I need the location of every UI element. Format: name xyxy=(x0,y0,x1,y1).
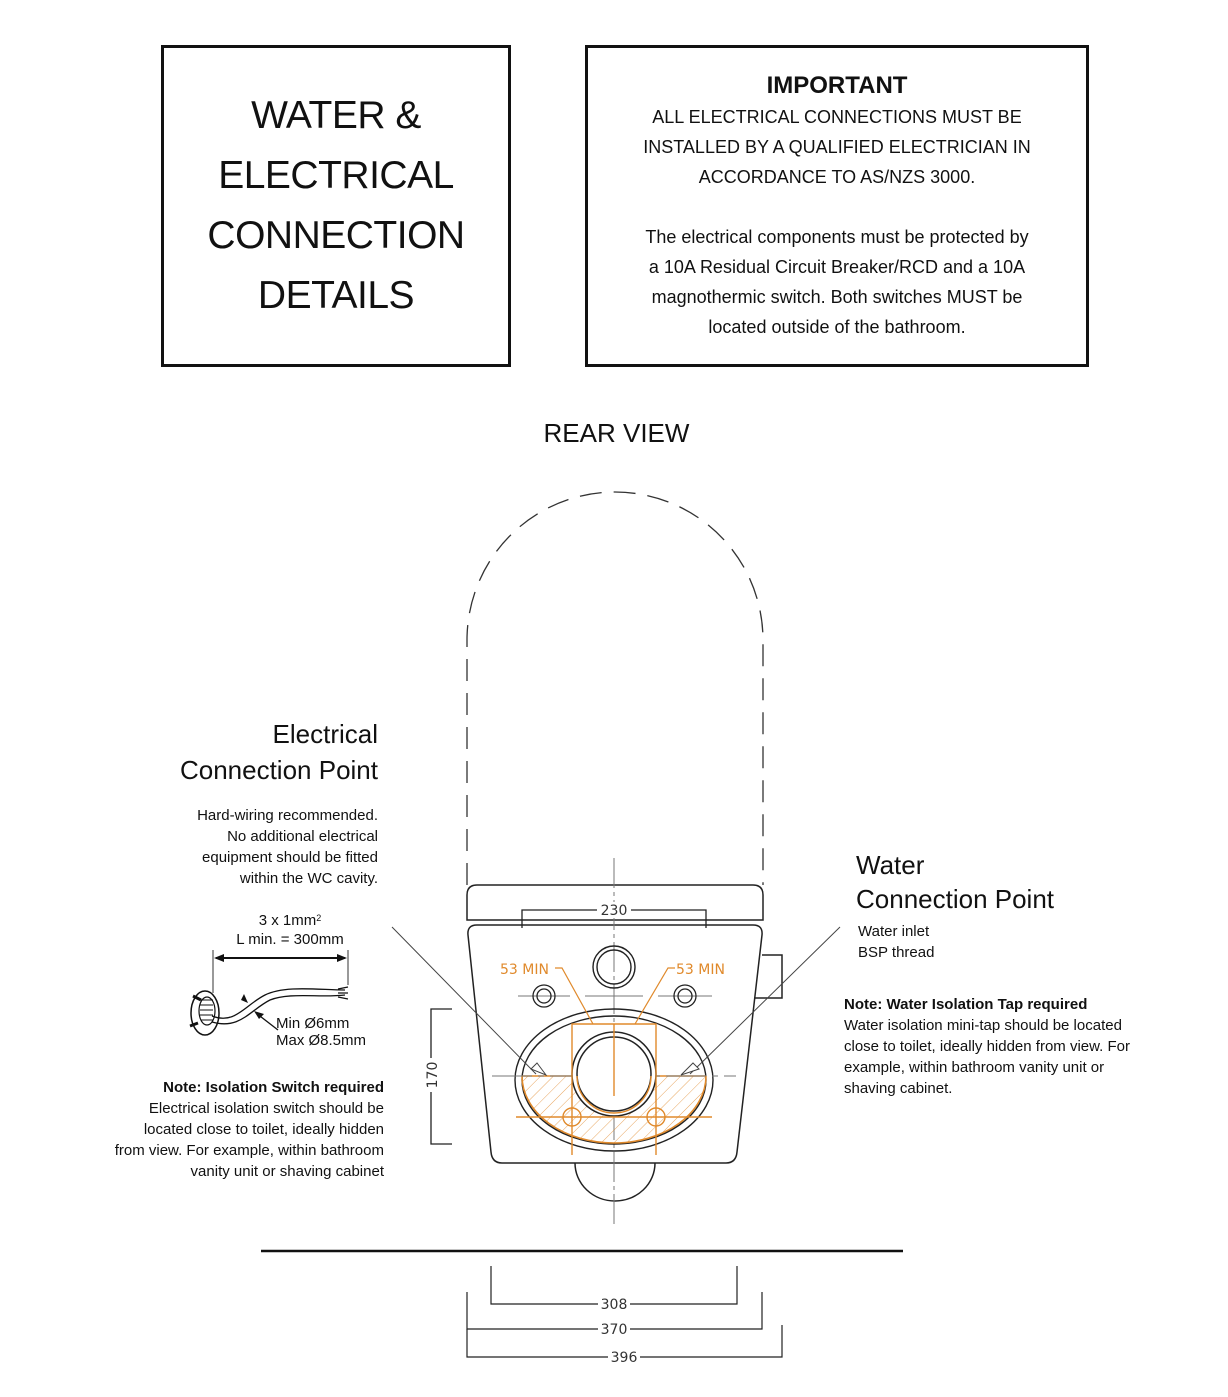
water-isolation-note: Note: Water Isolation Tap required Water… xyxy=(844,994,1130,1099)
dimension-370: 370 xyxy=(601,1322,628,1338)
water-connection-title: Water Connection Point xyxy=(856,848,1054,916)
dimension-396: 396 xyxy=(611,1350,638,1366)
note-line: example, within bathroom vanity unit or xyxy=(844,1059,1105,1076)
note-line: close to toilet, ideally hidden from vie… xyxy=(844,1038,1130,1055)
title-line: Water xyxy=(856,850,925,880)
cable-spec-sup: 2 xyxy=(316,913,322,923)
info-line: magnothermic switch. Both switches MUST … xyxy=(651,287,1023,307)
dimension-170: 170 xyxy=(425,1062,441,1089)
important-heading: IMPORTANT xyxy=(766,72,908,99)
cable-spec-label: 3 x 1mm2 L min. = 300mm xyxy=(200,911,380,949)
note-line: shaving cabinet. xyxy=(844,1080,953,1097)
title-line: ELECTRICAL xyxy=(218,154,454,197)
title-line: Connection Point xyxy=(179,755,378,785)
title-line: CONNECTION xyxy=(207,214,465,257)
desc-line: BSP thread xyxy=(858,944,935,961)
cable-diameter-label: Min Ø6mm Max Ø8.5mm xyxy=(276,1015,366,1049)
info-line: a 10A Residual Circuit Breaker/RCD and a… xyxy=(648,257,1026,277)
title-line: DETAILS xyxy=(257,274,415,317)
info-line: located outside of the bathroom. xyxy=(708,317,966,337)
cable-grommet-icon xyxy=(189,950,349,1036)
desc-line: Water inlet xyxy=(858,923,930,940)
electrical-connection-title: Electrical Connection Point xyxy=(180,716,378,788)
cable-length: L min. = 300mm xyxy=(236,931,344,948)
warning-line: INSTALLED BY A QUALIFIED ELECTRICIAN IN xyxy=(643,137,1031,157)
note-line: from view. For example, within bathroom xyxy=(114,1142,384,1159)
dimension-53-min-left: 53 MIN xyxy=(500,962,549,978)
important-warning: ALL ELECTRICAL CONNECTIONS MUST BE INSTA… xyxy=(588,102,1086,192)
note-line: Electrical isolation switch should be xyxy=(148,1100,384,1117)
desc-line: equipment should be fitted xyxy=(202,849,378,866)
title-box: WATER & ELECTRICAL CONNECTION DETAILS xyxy=(161,45,511,367)
warning-line: ALL ELECTRICAL CONNECTIONS MUST BE xyxy=(652,107,1022,127)
desc-line: within the WC cavity. xyxy=(239,870,378,887)
dimension-308: 308 xyxy=(601,1297,628,1313)
diameter-min: Min Ø6mm xyxy=(276,1015,350,1032)
important-notice-box: IMPORTANT ALL ELECTRICAL CONNECTIONS MUS… xyxy=(585,45,1089,367)
title-line: Connection Point xyxy=(856,884,1055,914)
bottom-bulge xyxy=(574,1162,656,1202)
desc-line: Hard-wiring recommended. xyxy=(197,807,378,824)
seat-outline-dashed xyxy=(466,491,764,885)
note-line: vanity unit or shaving cabinet xyxy=(190,1163,384,1180)
dimension-230: 230 xyxy=(601,903,628,919)
note-heading: Note: Water Isolation Tap required xyxy=(844,996,1088,1013)
dimension-53-min-right: 53 MIN xyxy=(676,962,725,978)
desc-line: No additional electrical xyxy=(227,828,378,845)
diameter-max: Max Ø8.5mm xyxy=(276,1032,367,1049)
important-info: The electrical components must be protec… xyxy=(588,222,1086,342)
note-line: Water isolation mini-tap should be locat… xyxy=(844,1017,1122,1034)
note-line: located close to toilet, ideally hidden xyxy=(143,1121,384,1138)
title-line: WATER & xyxy=(251,94,421,137)
info-line: The electrical components must be protec… xyxy=(645,227,1029,247)
isolation-switch-note: Note: Isolation Switch required Electric… xyxy=(115,1077,384,1182)
electrical-description: Hard-wiring recommended. No additional e… xyxy=(197,805,378,889)
hatched-zone xyxy=(521,1075,707,1144)
warning-line: ACCORDANCE TO AS/NZS 3000. xyxy=(698,167,976,187)
note-heading: Note: Isolation Switch required xyxy=(163,1079,384,1096)
page-title: WATER & ELECTRICAL CONNECTION DETAILS xyxy=(207,86,465,326)
view-label: REAR VIEW xyxy=(543,418,690,448)
title-line: Electrical xyxy=(272,719,378,749)
cable-spec: 3 x 1mm xyxy=(258,912,317,929)
water-description: Water inlet BSP thread xyxy=(858,921,934,963)
